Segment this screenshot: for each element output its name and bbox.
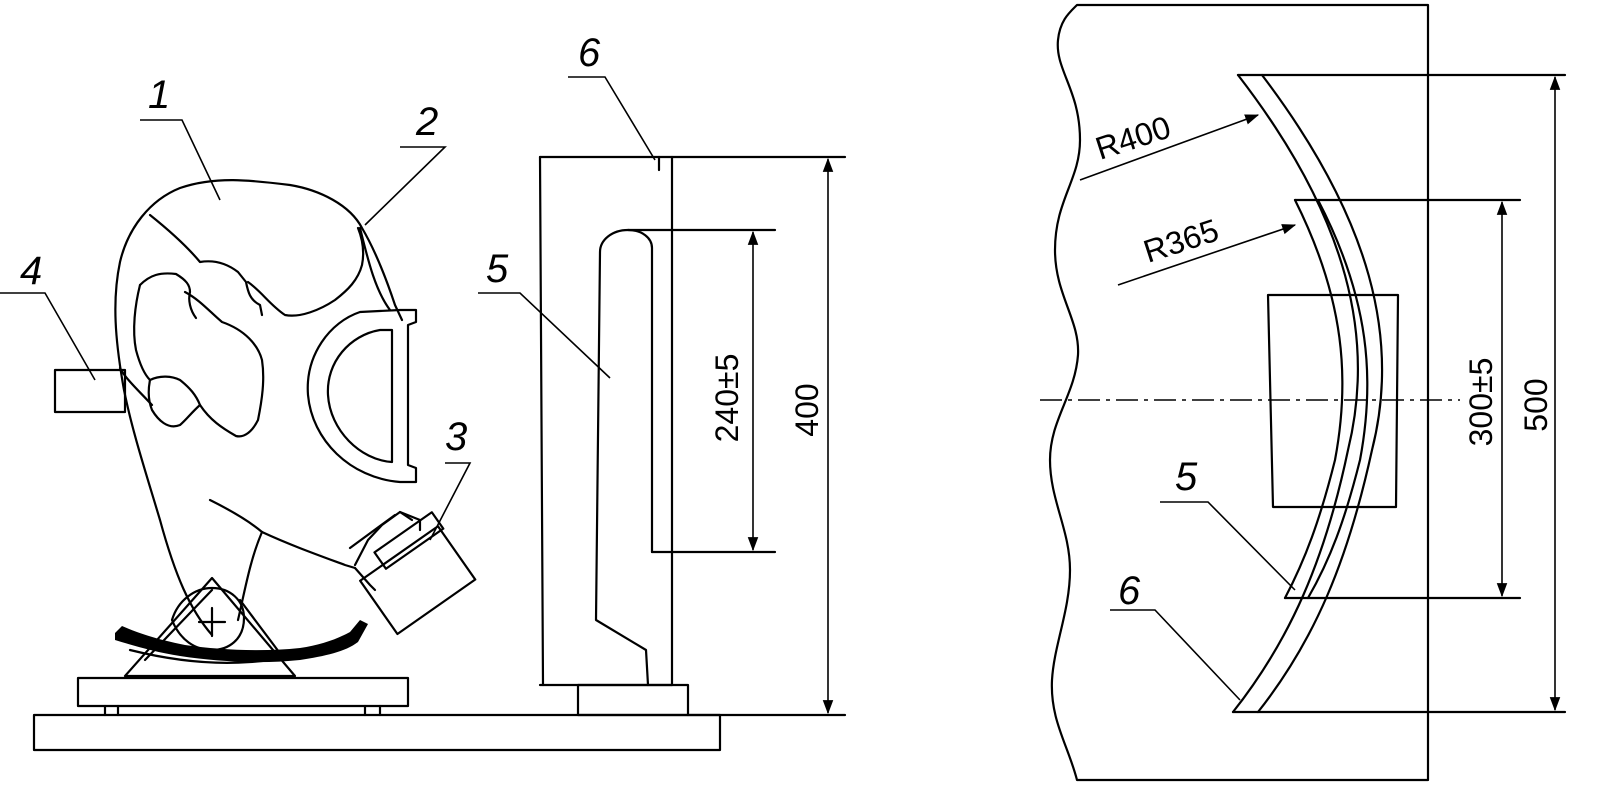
- head-form-with-mask: [53, 179, 477, 678]
- top-view: [1040, 3, 1567, 782]
- callout-3: 3: [445, 415, 467, 459]
- break-panel: [1048, 3, 1430, 782]
- dimension-400: 400: [789, 383, 825, 436]
- callout-6-left: 6: [578, 31, 601, 75]
- dimension-240: 240±5: [709, 354, 745, 443]
- callout-5-left: 5: [486, 247, 509, 291]
- callout-1: 1: [148, 73, 170, 117]
- holder-assembly: [538, 155, 847, 717]
- callout-6-right: 6: [1118, 569, 1141, 613]
- radius-365-leader: [1117, 224, 1297, 286]
- dimension-r365: R365: [1139, 212, 1223, 270]
- dimension-300: 300±5: [1463, 358, 1499, 447]
- dimension-r400: R400: [1091, 109, 1175, 167]
- callout-5-right: 5: [1175, 455, 1198, 499]
- head-stand-platform: [76, 676, 410, 708]
- dimension-500: 500: [1518, 378, 1554, 431]
- base-plate: [32, 713, 722, 752]
- callout-4: 4: [20, 249, 42, 293]
- side-view: [0, 76, 847, 752]
- radius-400-leader: [1079, 114, 1260, 181]
- callout-2: 2: [415, 100, 438, 144]
